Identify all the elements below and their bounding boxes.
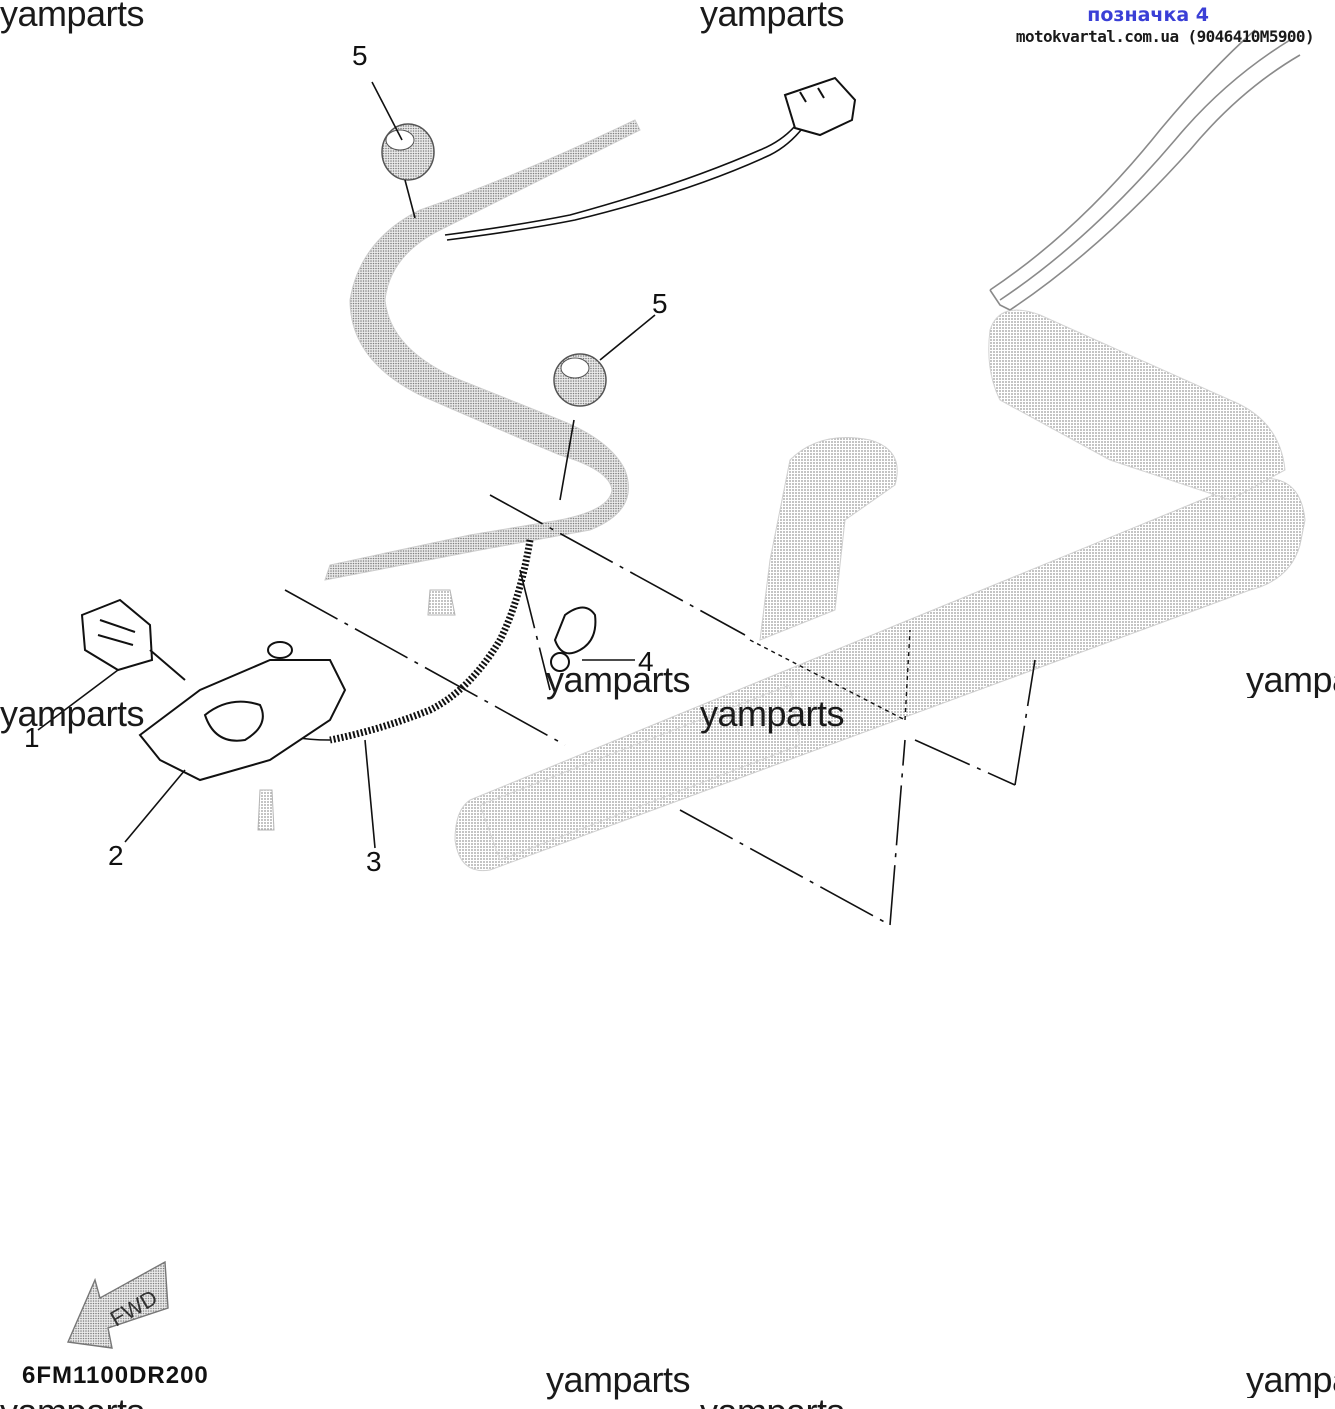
bolts — [257, 589, 456, 831]
diagram-code: 6FM1100DR200 — [22, 1362, 209, 1389]
callout-4: 4 — [638, 646, 654, 677]
hidden-lines — [749, 629, 911, 721]
wiring-harness — [324, 119, 641, 581]
watermark: yamparts — [546, 1359, 691, 1400]
callout-2: 2 — [108, 840, 124, 871]
watermark: yamparts — [1246, 662, 1335, 698]
upper-bar — [988, 309, 1286, 501]
callout-5-lower: 5 — [652, 288, 668, 319]
watermark: yamparts — [0, 1394, 144, 1409]
watermark: yamparts — [0, 693, 145, 734]
sensor-bracket — [138, 641, 347, 782]
top-connector — [783, 76, 857, 137]
watermark: yamparts — [0, 0, 145, 34]
throttle-lever — [759, 437, 898, 641]
leader-lines — [37, 81, 656, 849]
connector-wire — [444, 119, 806, 241]
badge-title: позначка 4 — [1087, 4, 1209, 26]
watermark: yamparts — [700, 693, 845, 734]
callout-1: 1 — [24, 722, 40, 753]
cable-clamp — [550, 606, 597, 672]
grommet-lower — [553, 353, 607, 407]
callout-5-upper: 5 — [352, 40, 368, 71]
sensor-connector — [80, 598, 186, 681]
assembly-lines — [284, 494, 1036, 926]
badge-subtitle: motokvartal.com.ua (9046410M5900) — [1015, 27, 1315, 46]
watermark: yamparts — [700, 0, 845, 34]
watermark: yamparts — [1246, 1362, 1335, 1398]
fwd-arrow-icon: FWD — [66, 1260, 169, 1349]
grommet-upper — [381, 123, 435, 181]
control-cables — [989, 29, 1301, 311]
handlebar-tube — [454, 477, 1306, 872]
watermark: yamparts — [546, 659, 691, 700]
callout-3: 3 — [366, 846, 382, 877]
watermark: yamparts — [700, 1394, 844, 1409]
